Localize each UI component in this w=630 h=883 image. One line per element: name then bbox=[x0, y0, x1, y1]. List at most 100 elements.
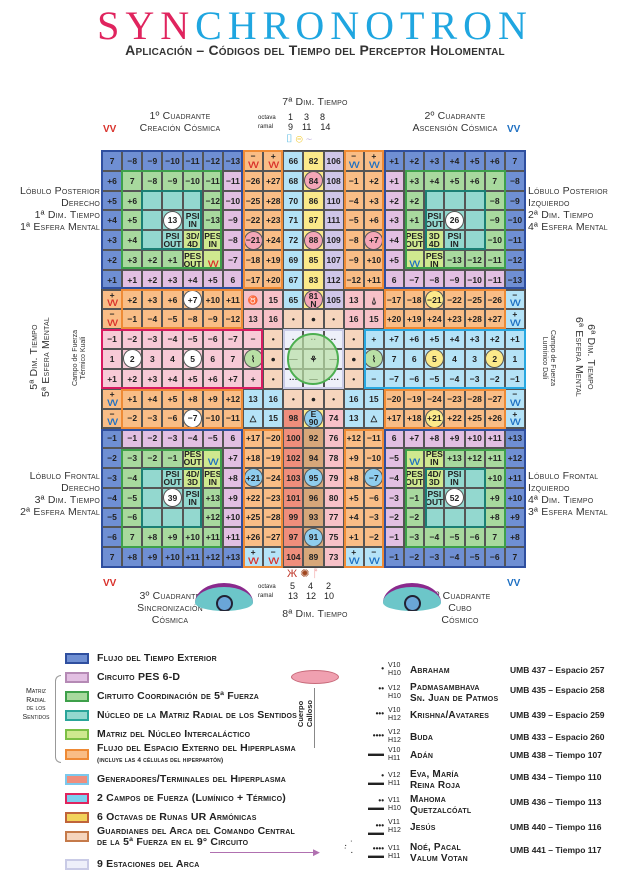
station-umb: UMB 435 – Espacio 258 bbox=[510, 685, 605, 695]
grid-cell: +24 bbox=[424, 309, 445, 330]
grid-cell: +12 bbox=[202, 507, 223, 528]
grid-cell: • bbox=[323, 388, 344, 409]
grid-cell bbox=[202, 448, 223, 468]
grid-cell: −5 bbox=[464, 547, 485, 567]
ramal-12: 12 bbox=[306, 591, 317, 601]
grid-cell: + bbox=[504, 309, 525, 330]
grid-cell: 112 bbox=[323, 269, 344, 290]
grid-cell: −8 bbox=[222, 230, 243, 251]
legend-swatch bbox=[65, 729, 89, 741]
grid-cell: −11 bbox=[484, 250, 505, 270]
grid-cell: −21 bbox=[242, 230, 264, 251]
grid-cell: 7 bbox=[484, 527, 505, 548]
grid-cell bbox=[444, 190, 465, 211]
grid-cell: +6 bbox=[484, 151, 505, 171]
ramal-10: 10 bbox=[324, 591, 335, 601]
grid-cell: +6 bbox=[363, 210, 384, 231]
grid-cell: 7 bbox=[102, 547, 123, 567]
grid-cell: +7 bbox=[222, 448, 243, 468]
grid-cell: 82 bbox=[303, 151, 324, 171]
grid-cell: − bbox=[242, 151, 264, 171]
station-h: H11 bbox=[388, 853, 401, 860]
grid-cell bbox=[202, 250, 223, 270]
grid-cell bbox=[464, 190, 485, 211]
grid-cell: PSI IN bbox=[444, 467, 465, 488]
grid-cell: −8 bbox=[424, 269, 445, 290]
grid-cell bbox=[142, 467, 163, 488]
grid-cell: △ bbox=[363, 408, 384, 429]
legend-item: Flujo del Tiempo Exterior bbox=[65, 650, 217, 666]
grid-cell: −4 bbox=[383, 467, 405, 488]
grid-cell: 7 bbox=[504, 151, 525, 171]
grid-cell: 7 bbox=[122, 527, 143, 548]
grid-cell: −13 bbox=[444, 250, 465, 270]
grid-cell: −28 bbox=[464, 388, 485, 409]
circle-marker: 5 bbox=[183, 349, 203, 369]
grid-cell: 13 bbox=[242, 309, 264, 330]
grid-cell: −24 bbox=[263, 467, 284, 488]
grid-cell: 15 bbox=[363, 388, 384, 409]
grid-cell: +4 bbox=[122, 230, 143, 251]
grid-cell: 7 bbox=[504, 547, 525, 567]
station-name: Mahoma Quetzalcóatl bbox=[410, 794, 472, 816]
ramal-9: 9 bbox=[288, 122, 294, 132]
grid-cell: 73 bbox=[323, 547, 344, 567]
grid-cell: 71 bbox=[283, 210, 304, 231]
grid-cell: +4 bbox=[142, 388, 163, 409]
grid-cell bbox=[404, 250, 425, 270]
grid-cell: 7 bbox=[222, 349, 243, 369]
grid-cell: 107 bbox=[323, 250, 344, 270]
ramal-label-bottom: ramal bbox=[258, 593, 274, 599]
grid-cell: −9 bbox=[162, 170, 183, 191]
grid-cell bbox=[444, 507, 465, 528]
grid-cell: −2 bbox=[102, 448, 123, 468]
grid-cell: −6 bbox=[484, 547, 505, 567]
grid-cell: 13 bbox=[343, 408, 364, 429]
grid-cell: +9 bbox=[444, 428, 465, 449]
circle-marker: +7 bbox=[183, 290, 203, 310]
circle-marker: 84 bbox=[303, 171, 323, 191]
grid-cell: −10 bbox=[202, 408, 223, 429]
grid-cell: +1 bbox=[162, 250, 183, 270]
grid-cell: 78 bbox=[323, 448, 344, 468]
grid-cell: +7 bbox=[222, 368, 243, 389]
grid-cell: −1 bbox=[122, 428, 143, 449]
nine-stations-icon: · ˙˙ · bbox=[344, 840, 354, 858]
grid-cell: +9 bbox=[162, 527, 183, 548]
grid-cell: △ bbox=[242, 408, 264, 429]
grid-cell: +10 bbox=[484, 467, 505, 488]
grid-cell: PSI IN bbox=[182, 487, 203, 508]
grid-cell: • bbox=[283, 309, 304, 330]
grid-cell: −4 bbox=[142, 309, 163, 330]
station-h: H12 bbox=[388, 737, 401, 744]
grid-cell: −6 bbox=[102, 527, 123, 548]
grid-cell: +4 bbox=[444, 329, 465, 350]
grid-cell: −11 bbox=[504, 230, 525, 251]
grid-cell: +23 bbox=[444, 309, 465, 330]
legend-swatch bbox=[65, 710, 89, 722]
circle-marker: 13 bbox=[162, 210, 182, 230]
grid-cell: ♉ bbox=[242, 289, 264, 310]
grid-cell: 39 bbox=[162, 487, 183, 508]
grid-cell: + bbox=[504, 408, 525, 429]
grid-cell: +1 bbox=[404, 210, 425, 231]
grid-cell: +28 bbox=[464, 309, 485, 330]
circle-marker: 5 bbox=[424, 349, 444, 369]
grid-cell: −6 bbox=[162, 408, 183, 429]
circle-marker: −7 bbox=[183, 408, 203, 428]
grid-cell: +13 bbox=[504, 428, 525, 449]
grid-cell: 80 bbox=[323, 487, 344, 508]
grid-cell: +2 bbox=[122, 289, 143, 310]
grid-cell: +1 bbox=[343, 527, 364, 548]
grid-cell: +5 bbox=[464, 151, 485, 171]
grid-cell: −10 bbox=[484, 230, 505, 251]
grid-cell: +5 bbox=[343, 487, 364, 508]
station-name: Adán bbox=[410, 749, 434, 761]
rune-icon: VV bbox=[507, 578, 521, 589]
legend-item: 9 Estaciones del Arca bbox=[65, 856, 199, 872]
grid-cell: +4 bbox=[383, 230, 405, 251]
grid-cell: ⌇ bbox=[363, 349, 384, 369]
grid-cell: +3 bbox=[464, 329, 485, 350]
